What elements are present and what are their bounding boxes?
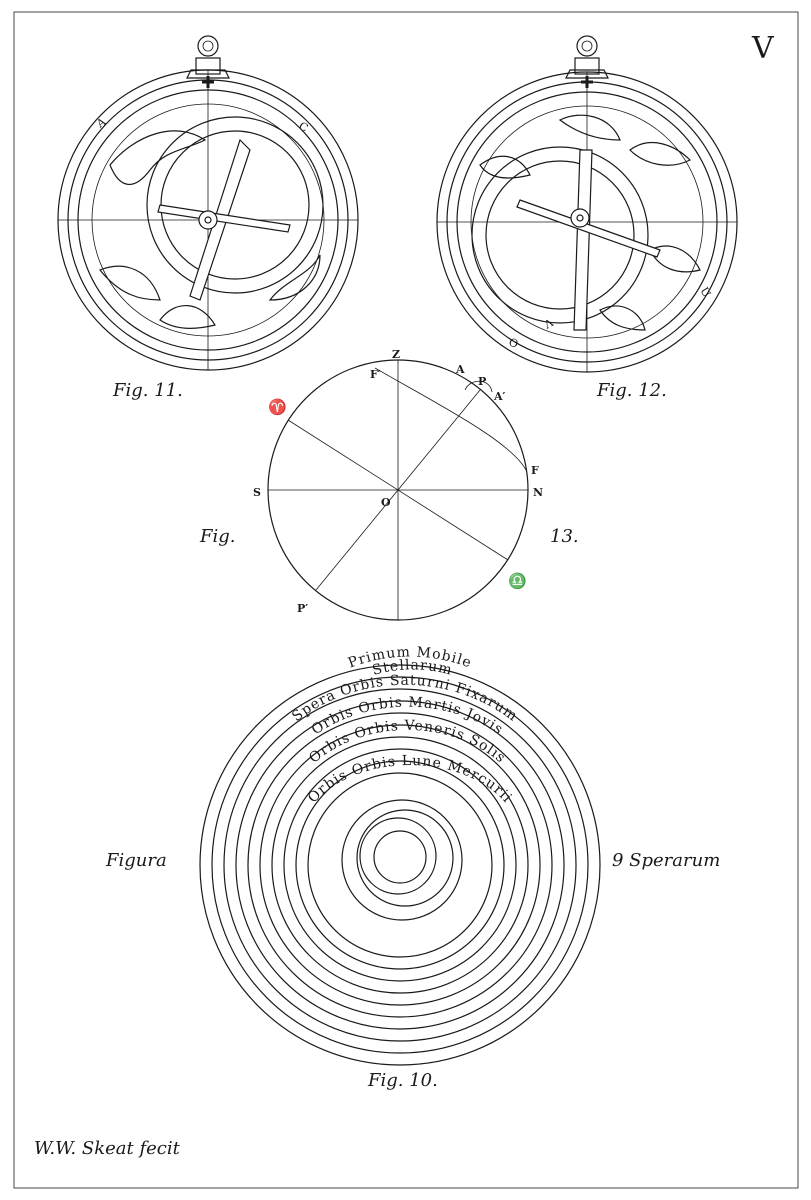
plate-signature: W.W. Skeat fecit [34, 1138, 181, 1159]
fig12-astrolabe: U V O [436, 35, 738, 373]
fig11-ring-hanger [197, 35, 219, 57]
fig10-inner-circle-2 [356, 809, 454, 907]
plate-border [13, 11, 799, 1189]
fig11-caption: Fig. 11. [112, 380, 183, 401]
fig13-label-f: F [531, 464, 539, 477]
fig12-cross-icon [581, 76, 593, 88]
fig13-caption-left: Fig. [199, 526, 236, 547]
fig10-ring-3 [223, 688, 577, 1042]
fig10-ring-9 [295, 760, 505, 970]
fig10-spheres: Primum Mobile Stellarum Spera Orbis Satu… [199, 644, 601, 1066]
fig11-rete-ring [146, 116, 324, 294]
fig13-arc [374, 367, 527, 471]
fig13-label-a-prime: A′ [493, 390, 506, 403]
fig10-inner-circle-4 [373, 830, 427, 884]
fig10-ring-text-2: Stellarum [371, 657, 455, 679]
fig13-small-arc [464, 380, 493, 393]
fig10-ring-1 [199, 664, 601, 1066]
fig10-side-left: Figura [105, 850, 167, 871]
fig12-ring-hanger [576, 35, 598, 57]
fig12-letter-o: O [507, 336, 520, 351]
fig10-ring-5 [247, 712, 553, 1018]
fig10-ring-4 [235, 700, 565, 1030]
fig13-label-o: O [381, 496, 391, 509]
fig11-pin [198, 210, 218, 230]
fig13-caption-right: 13. [550, 526, 579, 547]
fig10-concentric-rings [199, 664, 601, 1066]
fig10-ring-10 [307, 772, 493, 958]
fig12-rete-ring [471, 146, 649, 324]
fig13-label-z: Z [392, 348, 400, 361]
fig13-label-a: A [455, 363, 465, 376]
fig13-label-f-prime: F′ [370, 368, 381, 381]
fig10-inner-circle-1 [341, 799, 463, 921]
fig10-ring-2 [211, 676, 589, 1054]
fig11-astrolabe: A C [57, 35, 359, 371]
fig10-ring-6 [259, 724, 541, 1006]
fig12-pin [570, 208, 590, 228]
fig13-label-p: P [478, 375, 486, 388]
fig11-cross-icon [202, 76, 214, 88]
fig10-inner-circle-3 [359, 817, 437, 895]
fig13-diagram: Z F′ A P A′ F N S O P′ ♈ ♎ [253, 348, 543, 621]
fig13-axis-line [315, 389, 481, 591]
fig10-ring-8 [283, 748, 517, 982]
aries-icon: ♈ [268, 398, 287, 416]
fig10-caption: Fig. 10. [367, 1070, 438, 1091]
fig13-label-s: S [253, 486, 261, 499]
fig10-side-right: 9 Sperarum [612, 850, 720, 871]
fig10-ring-7 [271, 736, 529, 994]
fig12-rule [573, 149, 593, 331]
fig12-letter-v: V [541, 315, 556, 331]
plate-number: V [751, 31, 775, 66]
fig12-caption: Fig. 12. [596, 380, 667, 401]
fig11-letter-c: C [297, 119, 311, 134]
fig13-label-p-prime: P′ [297, 602, 308, 615]
libra-icon: ♎ [508, 572, 527, 590]
fig13-label-n: N [533, 486, 543, 499]
